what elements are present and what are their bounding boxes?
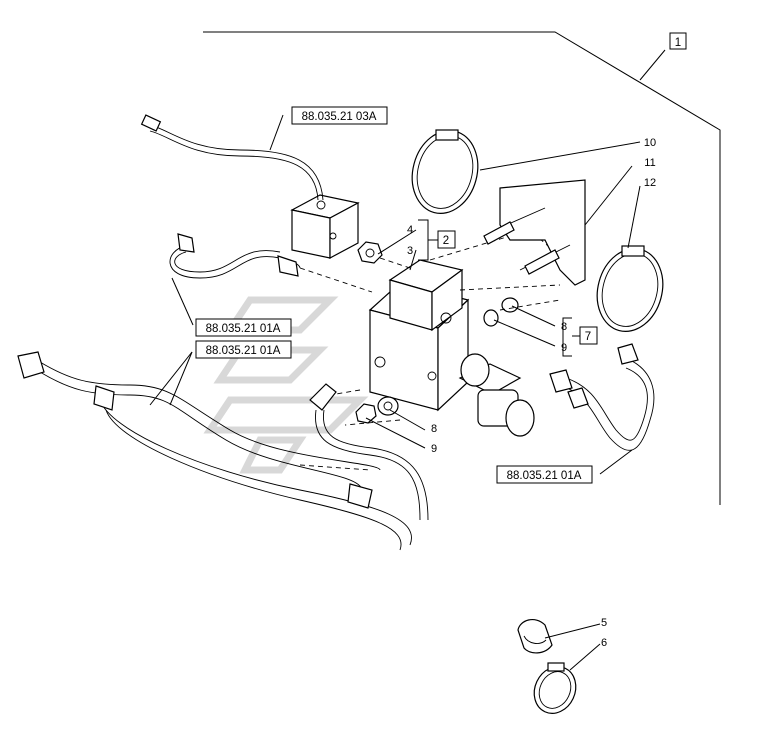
relief-cartridge	[458, 353, 535, 437]
reference-label: 88.035.21 03A	[302, 111, 377, 123]
clamp-part-5	[517, 618, 553, 654]
part-number-callouts: 4 3 8 9 8 9 10 11 12 5 6	[407, 137, 656, 649]
reference-label: 88.035.21 01A	[206, 345, 281, 357]
assembly-ref-leader	[639, 49, 666, 81]
hose-left-upper	[169, 233, 301, 279]
reference-box-01A-b: 88.035.21 01A	[195, 340, 292, 359]
reference-box-03A: 88.035.21 03A	[291, 106, 388, 125]
part-number-11: 9	[431, 443, 437, 455]
assembly-ref-box: 1	[669, 32, 687, 50]
part-number-10: 8	[431, 423, 437, 435]
group-ref-label-2: 2	[443, 235, 449, 247]
part-number-5: 5	[601, 617, 607, 629]
assembly-ref-label: 1	[675, 37, 681, 49]
part-number-6: 6	[601, 637, 607, 649]
part-number-3: 3	[407, 245, 413, 257]
solenoid-block	[140, 114, 360, 260]
part-number-13: 11	[644, 157, 655, 169]
group-ref-box-7: 7	[579, 326, 598, 345]
part-number-4: 4	[407, 224, 413, 236]
part-number-8: 8	[561, 321, 567, 333]
part-number-12-right: 12	[644, 177, 656, 189]
hose-clamp-right-part-12	[596, 245, 664, 333]
bracket-group-7	[562, 317, 580, 357]
mounting-bracket-part-13	[483, 179, 586, 286]
part-number-12-upper: 10	[644, 137, 656, 149]
clamp-part-6	[533, 662, 577, 714]
part-number-9: 9	[561, 342, 567, 354]
hose-left-lower	[17, 351, 412, 551]
reference-label: 88.035.21 01A	[507, 470, 582, 482]
hex-nut-part-4	[357, 241, 383, 264]
group-ref-box-2: 2	[437, 230, 456, 249]
reference-label: 88.035.21 01A	[206, 323, 281, 335]
reference-box-01A-a: 88.035.21 01A	[195, 318, 292, 337]
fitting-parts-8-9	[483, 297, 519, 327]
hose-clamp-upper-part-12	[411, 129, 479, 215]
hose-right	[549, 343, 655, 451]
group-ref-label-7: 7	[585, 331, 591, 343]
assembly-boundary-line	[203, 31, 721, 505]
hose-middle-elbow	[309, 383, 429, 521]
bracket-group-2	[418, 219, 438, 261]
valve-body	[368, 259, 470, 412]
reference-box-01A-c: 88.035.21 01A	[496, 465, 593, 484]
leader-lines	[149, 114, 641, 671]
fitting-parts-10-11	[355, 396, 399, 424]
